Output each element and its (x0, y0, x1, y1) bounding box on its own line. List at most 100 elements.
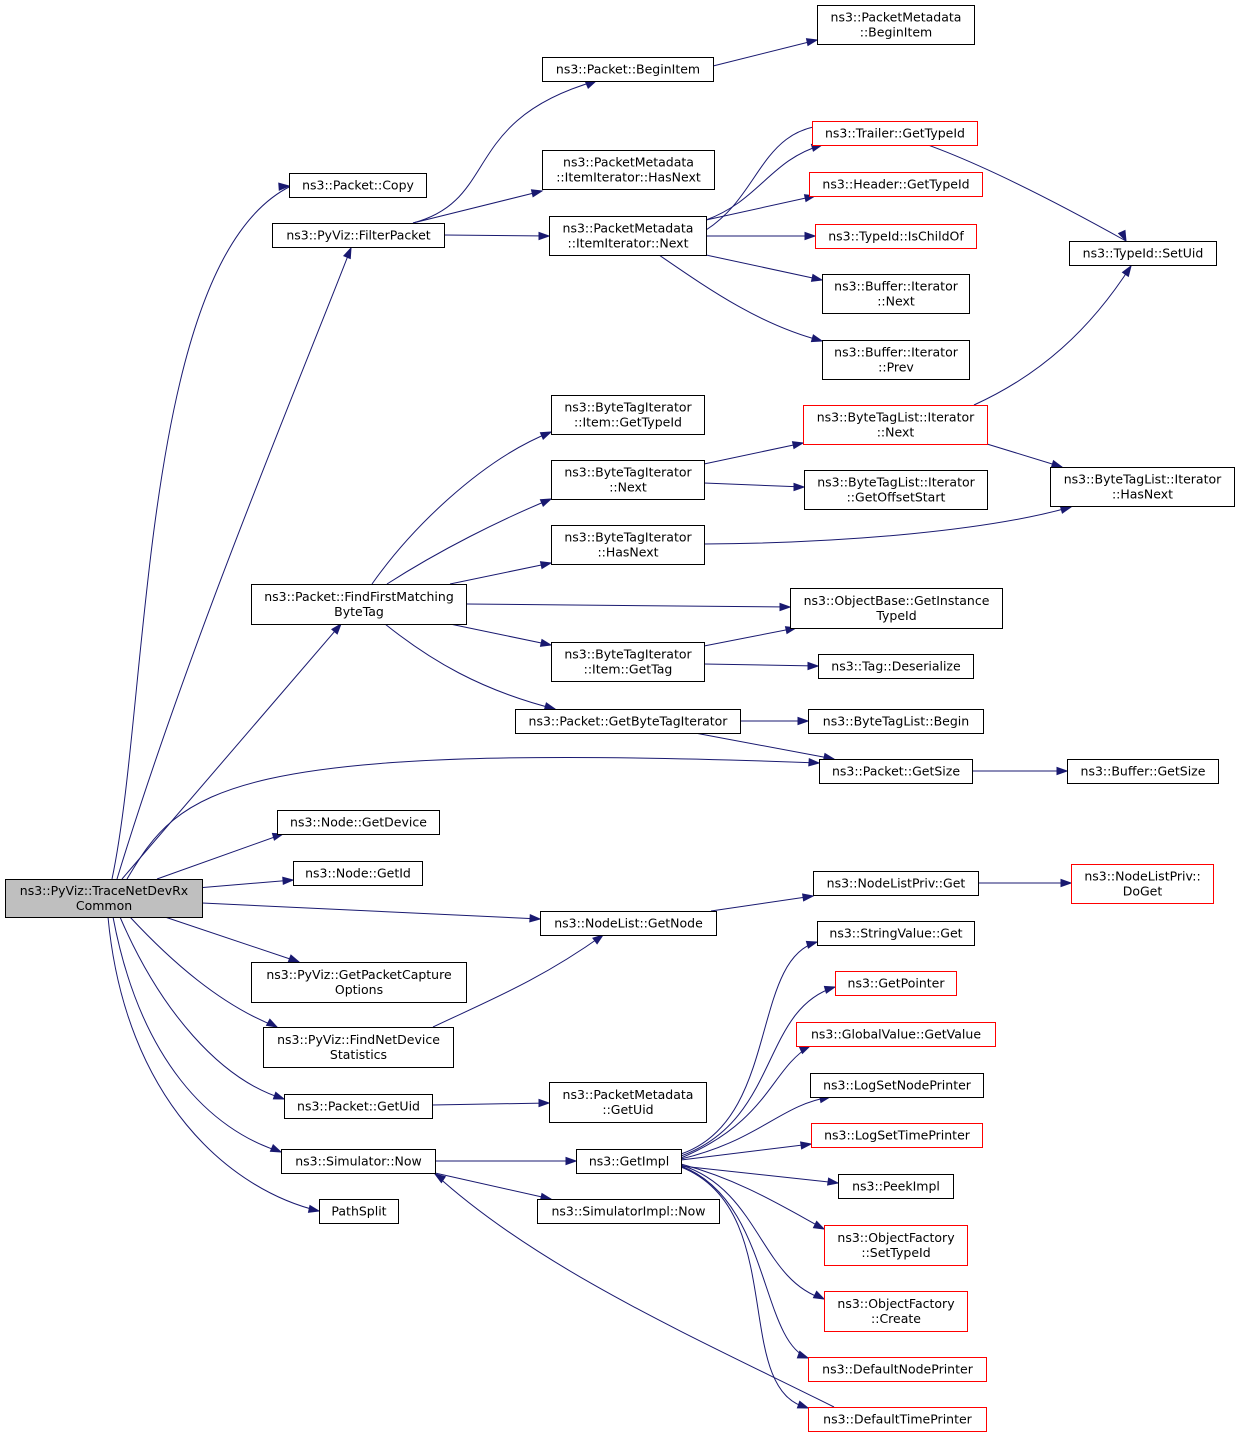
edge-pmNext-to-bufPrev (658, 254, 824, 343)
node-ofSetType[interactable]: ns3::ObjectFactory::SetTypeId (824, 1225, 968, 1266)
edge-trace-to-getSize (126, 756, 821, 880)
node-box (803, 405, 988, 445)
node-label: ns3::Trailer::GetTypeId (825, 126, 965, 141)
node-box (551, 395, 705, 435)
node-ofCreate[interactable]: ns3::ObjectFactory::Create (824, 1291, 968, 1332)
node-pathSplit[interactable]: PathSplit (319, 1199, 399, 1224)
node-defNode[interactable]: ns3::DefaultNodePrinter (808, 1357, 987, 1382)
node-label: ns3::PyViz::GetPacketCapture (266, 967, 452, 982)
edge-arrowhead (265, 1018, 279, 1028)
edge-nlpGet-to-nlpDoGet (978, 878, 1073, 888)
node-btlOffset[interactable]: ns3::ByteTagList::Iterator::GetOffsetSta… (804, 470, 988, 510)
edge-line (705, 195, 816, 221)
edge-line (705, 254, 823, 281)
node-bufSize[interactable]: ns3::Buffer::GetSize (1067, 759, 1219, 784)
edge-line (658, 254, 823, 342)
node-label: ns3::Packet::GetUid (297, 1099, 420, 1114)
node-gvGet[interactable]: ns3::GlobalValue::GetValue (796, 1022, 996, 1047)
node-btlBegin[interactable]: ns3::ByteTagList::Begin (808, 709, 984, 734)
node-defTime[interactable]: ns3::DefaultTimePrinter (808, 1407, 987, 1432)
node-getId[interactable]: ns3::Node::GetId (293, 861, 423, 886)
node-logNode[interactable]: ns3::LogSetNodePrinter (810, 1073, 984, 1098)
node-box (817, 5, 975, 45)
edge-line (986, 443, 1063, 468)
node-label: ns3::ObjectFactory (837, 1296, 955, 1311)
node-logTime[interactable]: ns3::LogSetTimePrinter (811, 1123, 983, 1148)
node-getBTI[interactable]: ns3::Packet::GetByteTagIterator (515, 709, 741, 734)
node-getSize[interactable]: ns3::Packet::GetSize (819, 759, 973, 784)
edge-arrowhead (791, 441, 805, 450)
edge-filter-to-pmHasNext (412, 189, 544, 224)
node-nlpDoGet[interactable]: ns3::NodeListPriv::DoGet (1071, 864, 1214, 904)
edge-line (434, 1172, 552, 1200)
edge-trace-to-getCapture (164, 916, 301, 963)
node-bufPrev[interactable]: ns3::Buffer::Iterator::Prev (822, 340, 970, 380)
node-isChild[interactable]: ns3::TypeId::IsChildOf (815, 224, 977, 249)
node-getNode[interactable]: ns3::NodeList::GetNode (540, 911, 717, 936)
node-btiNext[interactable]: ns3::ByteTagIterator::Next (551, 460, 705, 500)
edge-line (434, 1173, 835, 1408)
edge-line (705, 123, 1127, 242)
node-btiItemType[interactable]: ns3::ByteTagIterator::Item::GetTypeId (551, 395, 705, 435)
node-simImplNow[interactable]: ns3::SimulatorImpl::Now (537, 1199, 720, 1224)
edge-simNow-to-getImpl (435, 1156, 578, 1166)
edge-beginItem-to-pmBeginItem (712, 38, 819, 67)
node-beginItem[interactable]: ns3::Packet::BeginItem (542, 57, 714, 82)
node-label: ns3::Simulator::Now (295, 1154, 422, 1169)
node-btiHasNext[interactable]: ns3::ByteTagIterator::HasNext (551, 525, 705, 565)
node-btiGetTag[interactable]: ns3::ByteTagIterator::Item::GetTag (551, 642, 705, 682)
node-strGet[interactable]: ns3::StringValue::Get (817, 921, 975, 946)
node-box (790, 588, 1003, 629)
node-simNow[interactable]: ns3::Simulator::Now (281, 1149, 436, 1174)
edge-arrowhead (331, 622, 342, 635)
node-box (277, 810, 440, 835)
node-peek[interactable]: ns3::PeekImpl (838, 1174, 954, 1199)
node-btlNext[interactable]: ns3::ByteTagList::Iterator::Next (803, 405, 988, 445)
node-setUid[interactable]: ns3::TypeId::SetUid (1069, 241, 1217, 266)
edge-arrowhead (1121, 264, 1132, 278)
node-getImpl[interactable]: ns3::GetImpl (576, 1149, 682, 1174)
node-box (811, 1123, 983, 1148)
node-pmGetUid[interactable]: ns3::PacketMetadata::GetUid (549, 1082, 707, 1123)
node-label: ::Create (871, 1311, 921, 1326)
node-trailer[interactable]: ns3::Trailer::GetTypeId (812, 121, 978, 146)
node-label: ns3::NodeListPriv:: (1084, 869, 1200, 884)
node-pmHasNext[interactable]: ns3::PacketMetadata::ItemIterator::HasNe… (542, 150, 715, 190)
node-getDevice[interactable]: ns3::Node::GetDevice (277, 810, 440, 835)
node-box (263, 1027, 454, 1068)
node-nlpGet[interactable]: ns3::NodeListPriv::Get (813, 871, 979, 896)
node-label: ::SetTypeId (861, 1245, 930, 1260)
node-label: ns3::ByteTagList::Iterator (1064, 472, 1222, 487)
node-box (542, 150, 715, 190)
node-tagDeser[interactable]: ns3::Tag::Deserialize (818, 654, 974, 679)
node-btlHasNext[interactable]: ns3::ByteTagList::Iterator::HasNext (1050, 467, 1235, 507)
node-label: ns3::ObjectBase::GetInstance (804, 593, 990, 608)
node-pmBeginItem[interactable]: ns3::PacketMetadata::BeginItem (817, 5, 975, 45)
edge-arrowhead (1059, 505, 1073, 514)
node-bufNext[interactable]: ns3::Buffer::Iterator::Next (822, 274, 970, 314)
node-header[interactable]: ns3::Header::GetTypeId (809, 172, 983, 197)
edge-line (116, 247, 352, 880)
node-pmNext[interactable]: ns3::PacketMetadata::ItemIterator::Next (549, 216, 707, 256)
node-getUid[interactable]: ns3::Packet::GetUid (284, 1094, 433, 1119)
edge-line (680, 941, 818, 1155)
edge-line (156, 833, 284, 880)
node-getPointer[interactable]: ns3::GetPointer (835, 971, 957, 996)
node-label: ns3::ObjectFactory (837, 1230, 955, 1245)
edge-simNow-to-simImplNow (434, 1172, 553, 1201)
node-label: ns3::ByteTagIterator (564, 647, 692, 662)
edge-line (371, 431, 552, 585)
node-box (284, 1094, 433, 1119)
node-copy[interactable]: ns3::Packet::Copy (289, 173, 427, 198)
node-filter[interactable]: ns3::PyViz::FilterPacket (272, 223, 445, 248)
edge-trace-to-getId (196, 876, 295, 889)
edge-line (112, 916, 282, 1153)
node-label: ::Item::GetTag (584, 662, 673, 677)
edge-line (703, 506, 1072, 545)
edge-btiGetTag-to-tagDeser (703, 661, 820, 671)
edge-filter-to-pmNext (443, 231, 551, 241)
